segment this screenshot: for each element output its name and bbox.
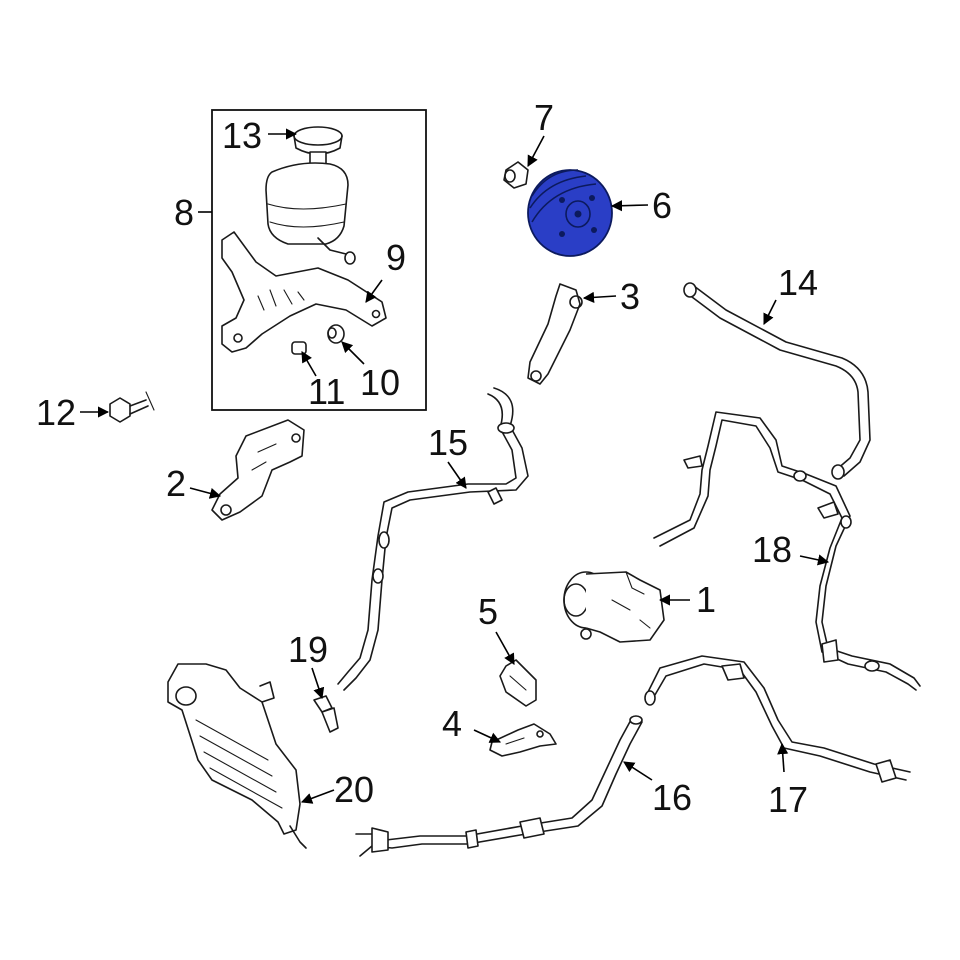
- callout-13: 13: [222, 115, 262, 156]
- pulley-highlighted[interactable]: [527, 169, 613, 257]
- callout-labels: 1 2 3 4 5 6 7 8 9 10 11 12 13 14 15 16 1…: [36, 97, 818, 820]
- callout-19: 19: [288, 629, 328, 670]
- callout-16: 16: [652, 777, 692, 818]
- idler-arm[interactable]: [527, 283, 583, 385]
- return-hose-14[interactable]: [683, 282, 871, 480]
- callout-9: 9: [386, 237, 406, 278]
- callout-18: 18: [752, 529, 792, 570]
- callout-20: 20: [334, 769, 374, 810]
- reservoir-tank[interactable]: [265, 162, 356, 265]
- callout-14: 14: [778, 262, 818, 303]
- callout-4: 4: [442, 703, 462, 744]
- callout-10: 10: [360, 362, 400, 403]
- leader-lines: [80, 128, 830, 804]
- pressure-sensor[interactable]: [313, 695, 339, 733]
- callout-3: 3: [620, 276, 640, 317]
- bracket-4[interactable]: [489, 723, 557, 757]
- bolt-12[interactable]: [109, 391, 155, 423]
- oil-cooler[interactable]: [167, 663, 307, 849]
- bracket-5[interactable]: [499, 659, 537, 707]
- return-line-17[interactable]: [644, 655, 911, 783]
- callout-5: 5: [478, 591, 498, 632]
- pressure-hose-15[interactable]: [337, 387, 529, 691]
- reservoir-cap[interactable]: [293, 126, 343, 167]
- callout-12: 12: [36, 392, 76, 433]
- reservoir-bracket[interactable]: [221, 231, 387, 353]
- callout-6: 6: [652, 185, 672, 226]
- bushing-11[interactable]: [291, 341, 307, 355]
- callout-15: 15: [428, 422, 468, 463]
- return-hose-16[interactable]: [355, 715, 643, 857]
- reservoir-group-box: [198, 109, 427, 411]
- callout-11: 11: [308, 371, 345, 412]
- bushing-10[interactable]: [327, 324, 345, 344]
- callout-1: 1: [696, 579, 716, 620]
- nut-7[interactable]: [503, 161, 529, 189]
- callout-8: 8: [174, 192, 194, 233]
- pressure-line-18[interactable]: [653, 411, 921, 691]
- callout-7: 7: [534, 97, 554, 138]
- callout-17: 17: [768, 779, 808, 820]
- callout-2: 2: [166, 463, 186, 504]
- mount-bracket[interactable]: [211, 419, 305, 521]
- power-steering-pump[interactable]: [563, 571, 665, 643]
